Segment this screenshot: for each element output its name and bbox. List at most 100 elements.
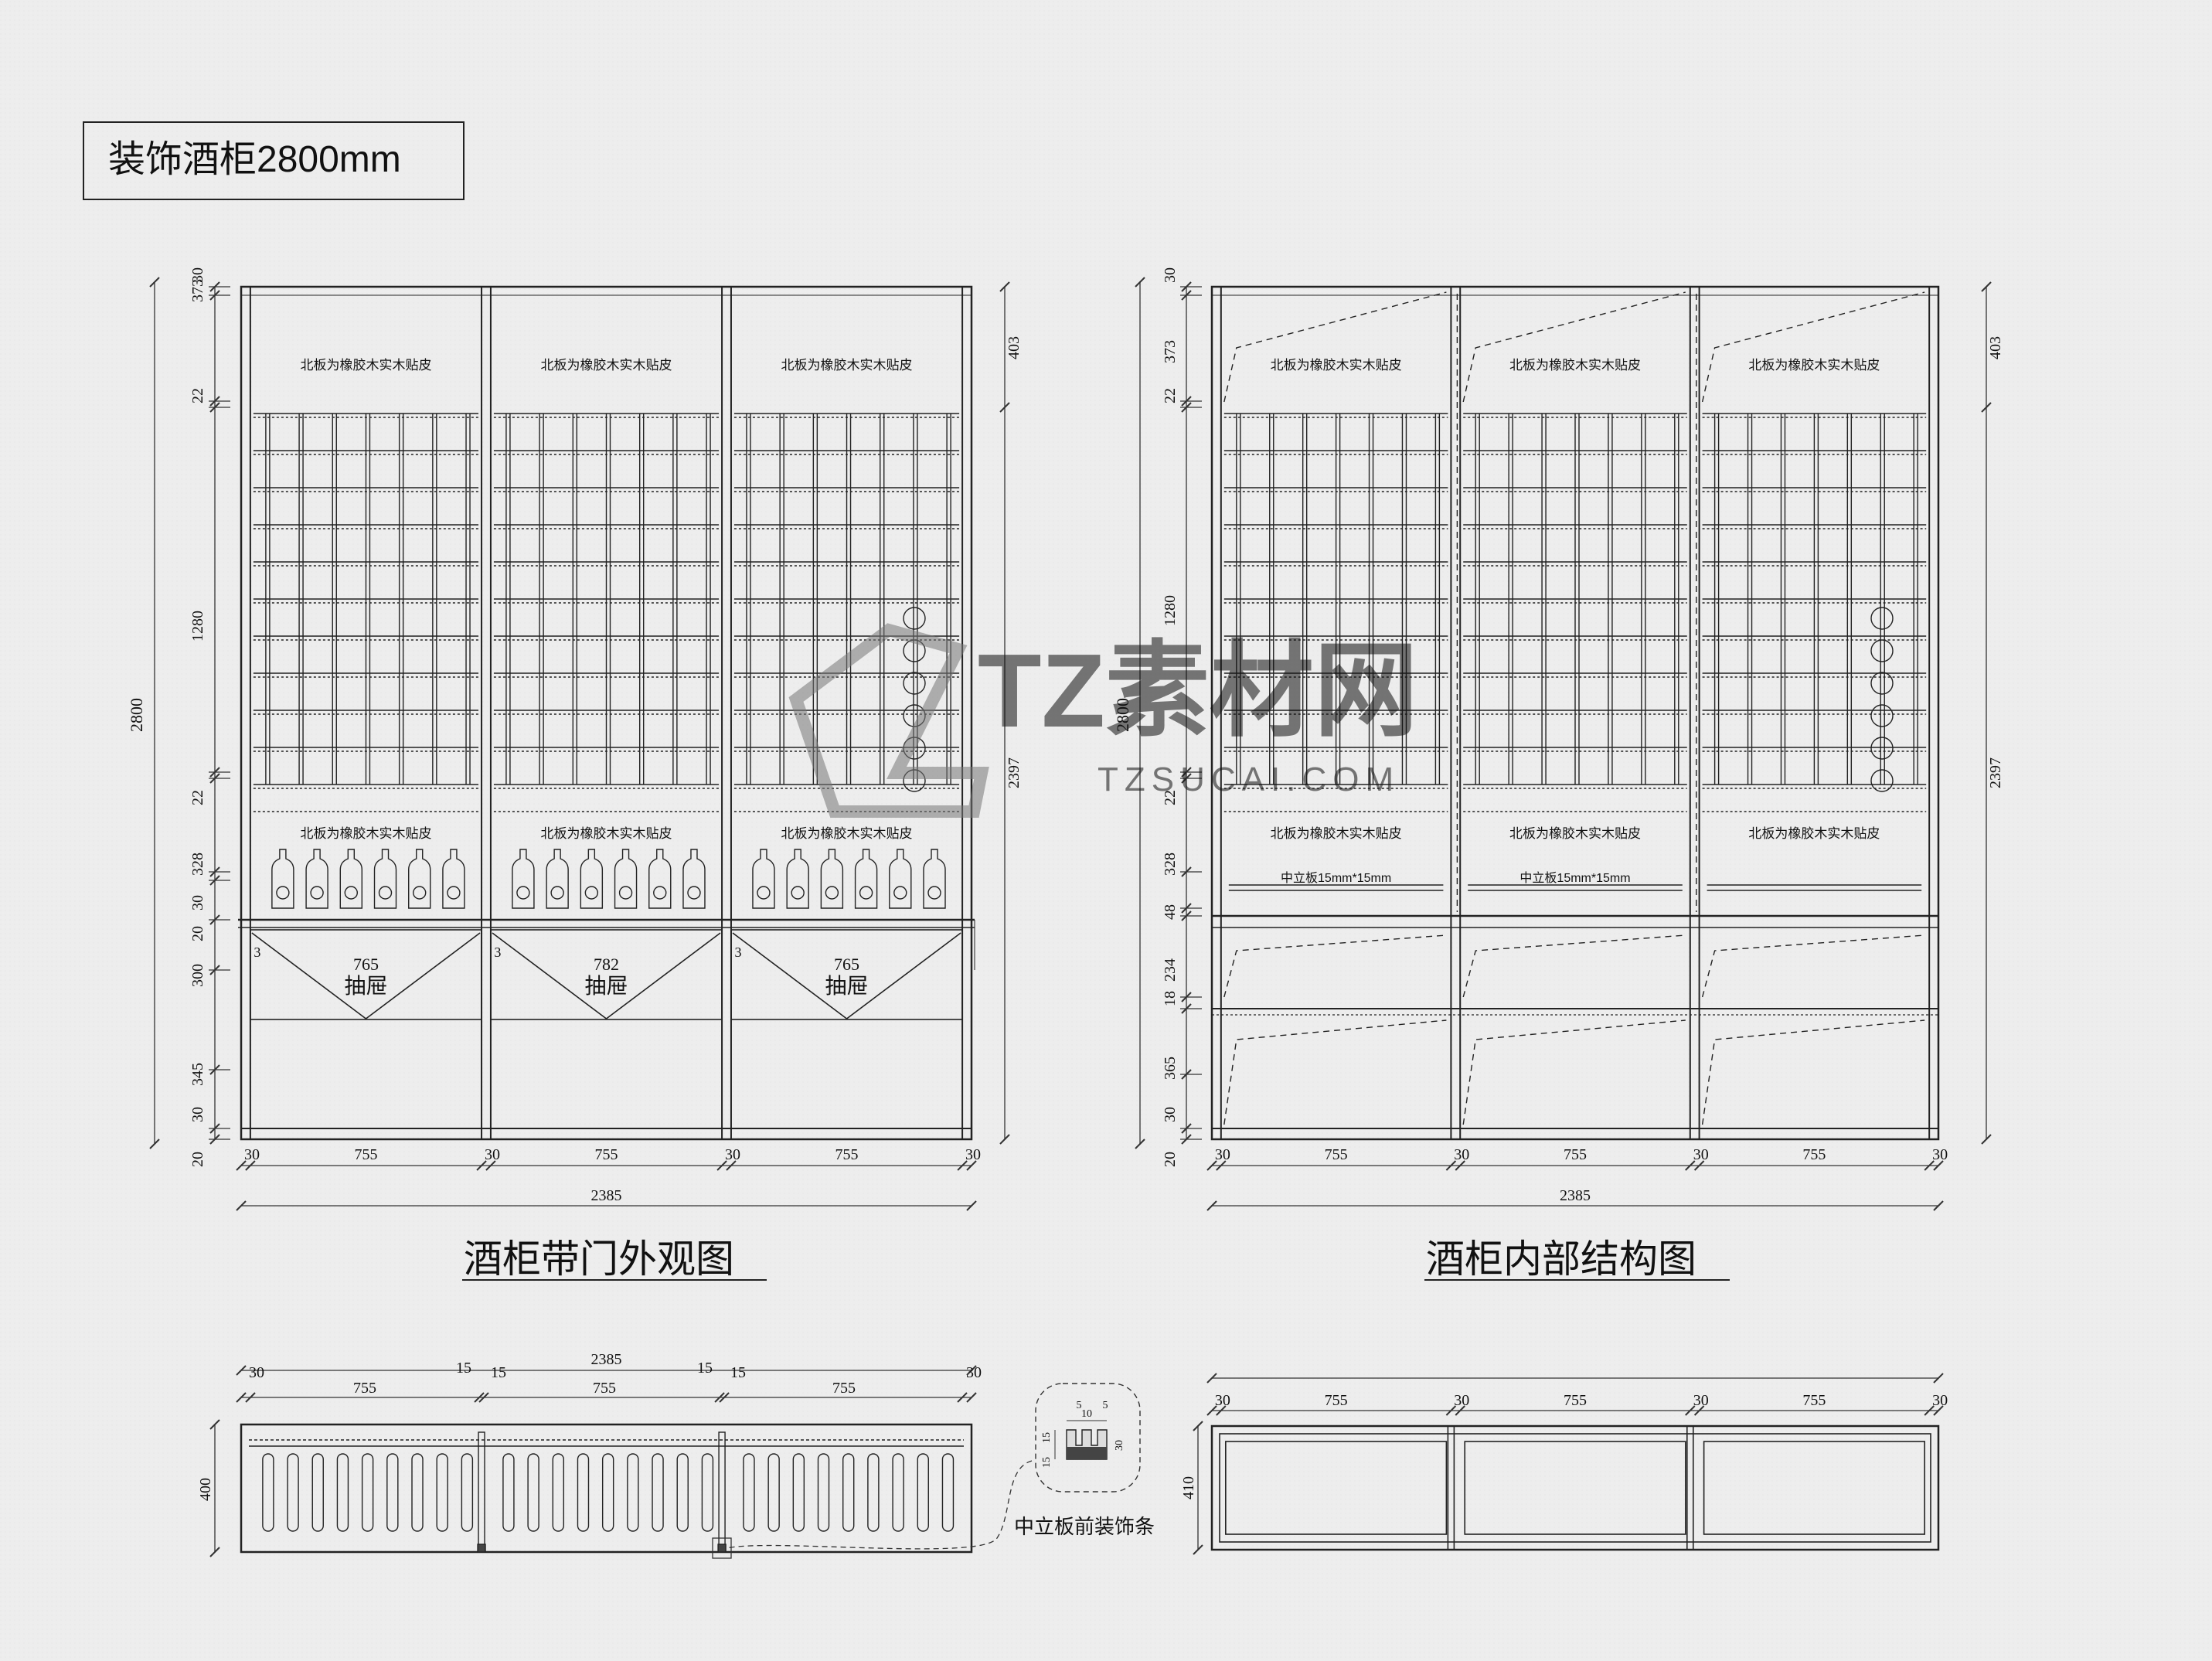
bottle-slot xyxy=(701,1453,714,1532)
bottle-label xyxy=(653,886,667,900)
wine-bottle-icon xyxy=(889,849,912,909)
dim-tick xyxy=(149,1139,160,1149)
dim-tick xyxy=(719,1392,730,1403)
wine-bottle-icon xyxy=(682,849,706,909)
dim-tick xyxy=(236,1160,247,1171)
height-dim-label: 20 xyxy=(189,926,206,941)
bottle-label xyxy=(825,886,839,900)
width-dim-label: 30 xyxy=(725,1146,740,1163)
bottle-slot xyxy=(577,1453,590,1532)
dim-tick xyxy=(476,1160,487,1171)
plan-bay xyxy=(1225,1441,1448,1535)
height-dim-label: 22 xyxy=(1162,790,1179,805)
drawer-label: 抽屉 xyxy=(344,974,387,999)
bottle-slot xyxy=(311,1453,324,1532)
wine-bottle-icon xyxy=(339,849,363,909)
bottle-hole xyxy=(903,672,926,695)
bottle-slot xyxy=(941,1453,955,1532)
drawer-label: 抽屉 xyxy=(825,974,869,999)
drawer-gap-label: 3 xyxy=(254,945,260,960)
bottle-label xyxy=(276,886,290,900)
drawer-v-line xyxy=(251,932,366,1019)
wine-bottle-icon xyxy=(786,849,809,909)
dim-tick xyxy=(1445,1160,1457,1171)
bottle-label xyxy=(893,886,907,900)
wine-bottle-icon xyxy=(408,849,431,909)
wine-bottle-icon xyxy=(820,849,844,909)
slope-dash xyxy=(1223,934,1447,998)
height-dim-label: 373 xyxy=(1162,340,1179,363)
width-dim-label: 30 xyxy=(244,1146,260,1163)
dim-tick xyxy=(149,277,160,288)
bottle-slot xyxy=(601,1453,614,1532)
drawer-label: 抽屉 xyxy=(584,974,628,999)
wine-bottle-icon xyxy=(546,849,569,909)
slope-dash xyxy=(1462,934,1686,998)
wine-bottle-icon xyxy=(648,849,672,909)
interior-view-caption: 酒柜内部结构图 xyxy=(1426,1237,1696,1281)
trim-strip xyxy=(477,1544,486,1553)
dim-tick xyxy=(999,402,1010,413)
slope-dash xyxy=(1462,291,1686,403)
bottle-label xyxy=(859,886,873,900)
dim-tick xyxy=(966,1160,977,1171)
dim-tick xyxy=(1924,1160,1935,1171)
wine-bottle-icon xyxy=(271,849,294,909)
bottle-hole xyxy=(1870,769,1894,792)
height-dim-label: 30 xyxy=(189,1107,206,1122)
plan-width-label: 30 xyxy=(249,1364,264,1381)
bottle-slot xyxy=(262,1453,274,1532)
plan-width-label: 30 xyxy=(1454,1392,1469,1409)
plan-width-label: 755 xyxy=(832,1380,856,1397)
slope-dash xyxy=(1223,291,1447,403)
dim-tick xyxy=(957,1392,968,1403)
overall-width-label: 2385 xyxy=(591,1187,622,1204)
dim-tick xyxy=(1216,1405,1227,1416)
drawer-v-line xyxy=(606,932,721,1019)
dim-tick xyxy=(714,1392,725,1403)
watermark-url: TZSUCAI.COM xyxy=(1097,761,1400,798)
overall-width-label: 2385 xyxy=(591,1351,622,1368)
dim-tick xyxy=(1981,281,1992,292)
dim-tick xyxy=(236,1392,247,1403)
dim-tick xyxy=(236,1365,247,1376)
bottle-slot xyxy=(842,1453,855,1532)
plan-width-label: 30 xyxy=(1932,1392,1948,1409)
panel-note-top: 北板为橡胶木实木贴皮 xyxy=(1748,358,1880,373)
height-dim-label: 328 xyxy=(1162,853,1179,876)
height-dim-label: 30 xyxy=(189,267,206,283)
bottle-slot xyxy=(287,1453,299,1532)
bottle-label xyxy=(791,886,805,900)
plan-bay xyxy=(1464,1441,1686,1535)
dim-tick xyxy=(966,1200,977,1211)
drawer-front xyxy=(730,929,963,1020)
bottle-label xyxy=(550,886,564,900)
dim-tick xyxy=(245,1392,256,1403)
height-dim-label: 22 xyxy=(189,790,206,805)
plan-bay xyxy=(1703,1441,1925,1535)
bottle-slot xyxy=(461,1453,474,1532)
bottle-slot xyxy=(411,1453,424,1532)
plan-depth-label: 410 xyxy=(1180,1476,1197,1499)
dim-tick xyxy=(1135,1139,1145,1149)
drawer-width-label: 782 xyxy=(594,955,619,974)
bottle-label xyxy=(378,886,393,900)
drawer-front xyxy=(250,929,482,1020)
width-dim-label: 30 xyxy=(485,1146,500,1163)
detail-caption: 中立板前装饰条 xyxy=(1014,1516,1155,1538)
bottle-label xyxy=(618,886,633,900)
dim-tick xyxy=(1455,1160,1465,1171)
bottle-hole xyxy=(1870,607,1894,630)
dim-tick xyxy=(966,1365,977,1376)
bottle-slot xyxy=(917,1453,929,1532)
front-view-caption: 酒柜带门外观图 xyxy=(464,1237,734,1281)
width-dim-label: 30 xyxy=(1215,1146,1230,1163)
plan-width-label: 755 xyxy=(593,1380,616,1397)
bottle-slot xyxy=(652,1453,664,1532)
dim-tick xyxy=(485,1160,496,1171)
panel-note-bottom: 北板为橡胶木实木贴皮 xyxy=(1509,826,1641,841)
dim-tick xyxy=(1933,1373,1944,1384)
width-dim-label: 755 xyxy=(1802,1146,1826,1163)
watermark-brand: TZ素材网 xyxy=(978,632,1418,749)
